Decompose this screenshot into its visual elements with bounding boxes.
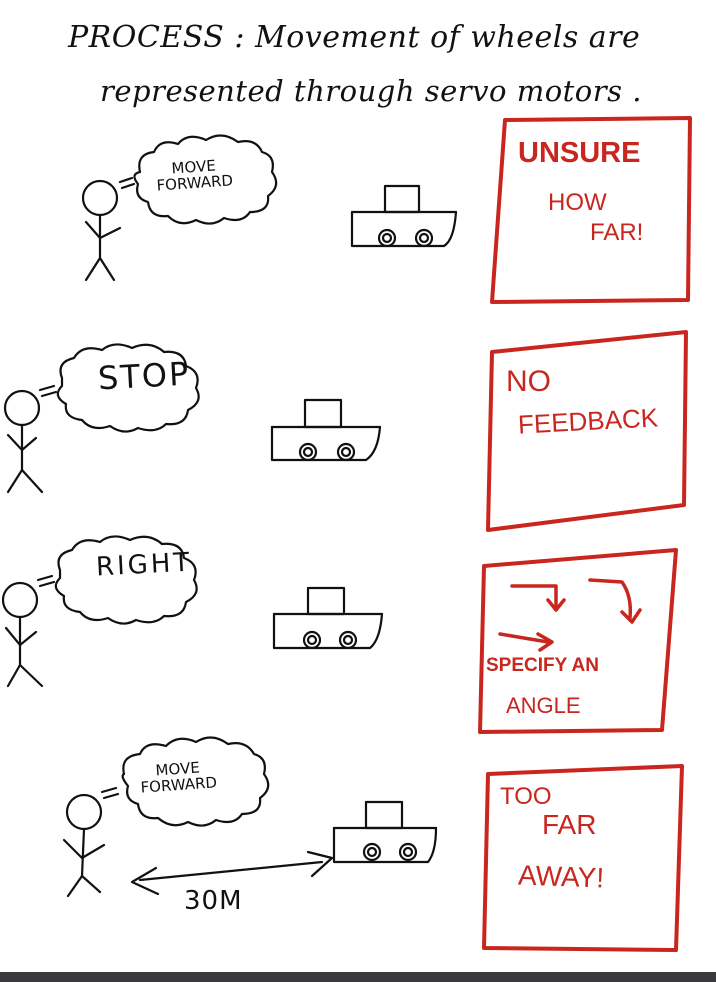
- speech-text-2: STOP: [97, 354, 192, 398]
- title-line-2: represented through servo motors .: [100, 74, 642, 108]
- stick-figure-2: [3, 384, 58, 494]
- stick-figure-1: [81, 176, 136, 282]
- speech-text-4: MOVE FORWARD: [139, 758, 218, 797]
- note-4-line-3: AWAY!: [517, 859, 605, 894]
- bottom-bar: [0, 972, 716, 982]
- speech-cloud-3: [54, 535, 198, 625]
- note-1-line-2: HOW: [548, 189, 607, 216]
- speech-cloud-2: [56, 343, 200, 433]
- note-2-line-1: NO: [506, 365, 551, 398]
- car-4: [332, 800, 438, 864]
- stick-figure-4: [62, 786, 120, 898]
- turn-arrows-icon: [498, 578, 642, 652]
- distance-label: 30M: [184, 886, 243, 916]
- note-box-4: [482, 764, 684, 952]
- note-1-line-3: FAR!: [590, 219, 644, 246]
- stick-figure-3: [1, 574, 56, 688]
- title-line-1: PROCESS : Movement of wheels are: [68, 20, 641, 55]
- note-box-1: [490, 116, 692, 304]
- distance-arrow-icon: [130, 850, 334, 896]
- speech-cloud-4: [121, 736, 270, 827]
- car-2: [270, 398, 382, 462]
- car-1: [350, 184, 458, 248]
- note-3-line-2: ANGLE: [506, 693, 581, 718]
- speech-text-3: RIGHT: [95, 547, 194, 583]
- note-4-line-1: TOO: [500, 783, 552, 810]
- panel-3: [1, 535, 678, 734]
- note-1-line-1: UNSURE: [518, 137, 641, 169]
- note-3-line-1: SPECIFY AN: [486, 655, 599, 676]
- speech-cloud-1: [133, 134, 278, 225]
- note-box-2: [486, 330, 688, 532]
- note-4-line-2: FAR: [542, 809, 597, 840]
- speech-text-1: MOVE FORWARD: [155, 156, 234, 195]
- panel-1: [81, 116, 692, 304]
- panel-4: [62, 736, 684, 952]
- note-box-3: [478, 548, 678, 734]
- car-3: [272, 586, 384, 650]
- panel-2: [3, 330, 688, 532]
